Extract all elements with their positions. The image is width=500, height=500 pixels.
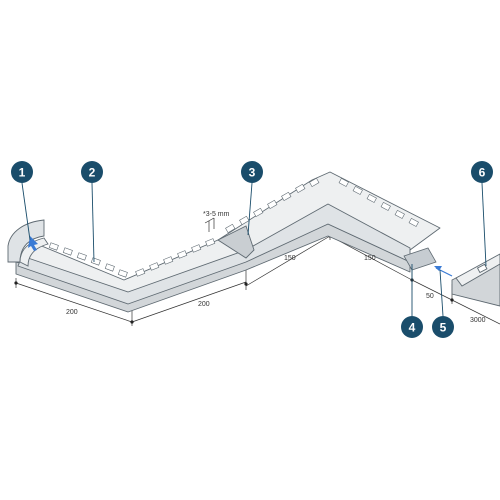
dim-line-200-left	[15, 282, 133, 323]
insert-arrow-left	[28, 236, 38, 251]
callout-1: 1	[11, 161, 33, 183]
callout-5: 5	[432, 316, 454, 338]
dim-line-150-left	[245, 235, 331, 287]
svg-text:1: 1	[19, 166, 26, 180]
straight-profile-piece	[451, 253, 500, 307]
dim-label-200-right: 200	[198, 301, 210, 308]
svg-text:6: 6	[479, 166, 486, 180]
end-cap	[7, 219, 49, 267]
dim-label-150-left: 150	[284, 255, 296, 262]
flange-slots	[48, 177, 419, 278]
svg-text:4: 4	[409, 321, 416, 335]
callout-2: 2	[81, 161, 103, 183]
insert-arrow-joint	[434, 266, 453, 277]
svg-text:2: 2	[89, 166, 96, 180]
dim-label-3000: 3000	[470, 317, 486, 324]
connector-joint	[217, 225, 255, 259]
dim-label-200-left: 200	[66, 309, 78, 316]
callout-4: 4	[401, 316, 423, 338]
dim-line-3000	[451, 299, 500, 325]
svg-text:3: 3	[249, 166, 256, 180]
dim-label-spacing: *3-5 mm	[203, 211, 230, 218]
callout-6: 6	[471, 161, 493, 183]
dim-label-50: 50	[426, 293, 434, 300]
dim-line-200-right	[131, 281, 247, 323]
dim-line-50	[411, 279, 453, 301]
dim-line-spacing	[204, 217, 215, 224]
svg-text:5: 5	[440, 321, 447, 335]
callout-leaders	[21, 182, 487, 317]
callout-3: 3	[241, 161, 263, 183]
dim-label-150-right: 150	[364, 255, 376, 262]
